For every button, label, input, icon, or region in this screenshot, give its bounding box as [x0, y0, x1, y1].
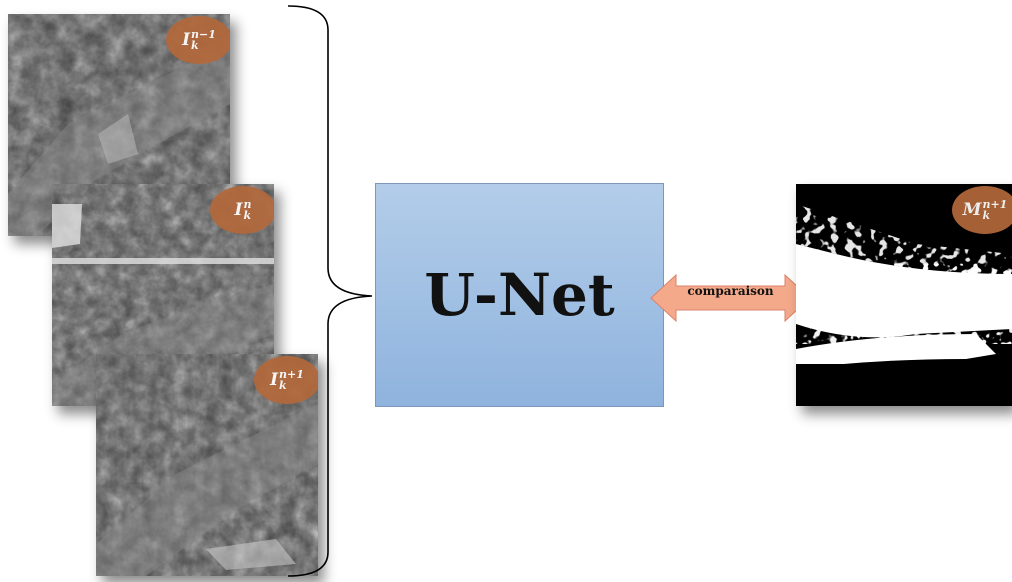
input-group-brace [287, 5, 373, 577]
unet-model-block: U-Net [375, 183, 664, 407]
comparison-arrow [650, 274, 811, 322]
comparison-label: comparaison [687, 284, 774, 298]
unet-label: U-Net [424, 261, 615, 329]
